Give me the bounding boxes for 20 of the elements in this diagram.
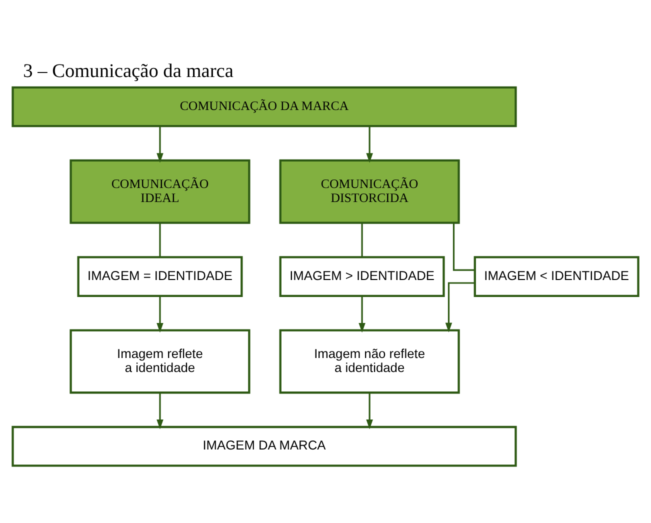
arrow [445,282,475,332]
connector [452,223,475,271]
arrow [156,296,164,333]
arrow [156,393,164,430]
arrow [156,126,164,163]
connector [159,223,161,257]
node-box: COMUNICAÇÃO IDEAL [70,159,250,224]
node-box: IMAGEM = IDENTIDADE [77,256,243,297]
arrow [366,126,373,163]
arrow [358,296,366,333]
node-box: Imagem reflete a identidade [70,329,250,394]
arrow [366,393,373,430]
node-box: IMAGEM > IDENTIDADE [279,256,445,297]
node-box: IMAGEM < IDENTIDADE [474,256,640,297]
connector [361,223,363,257]
node-box: COMUNICAÇÃO DA MARCA [12,86,517,128]
node-box: IMAGEM DA MARCA [12,426,517,467]
node-box: Imagem não reflete a identidade [279,329,460,394]
node-box: COMUNICAÇÃO DISTORCIDA [279,159,460,224]
diagram-title: 3 – Comunicação da marca [23,61,234,82]
